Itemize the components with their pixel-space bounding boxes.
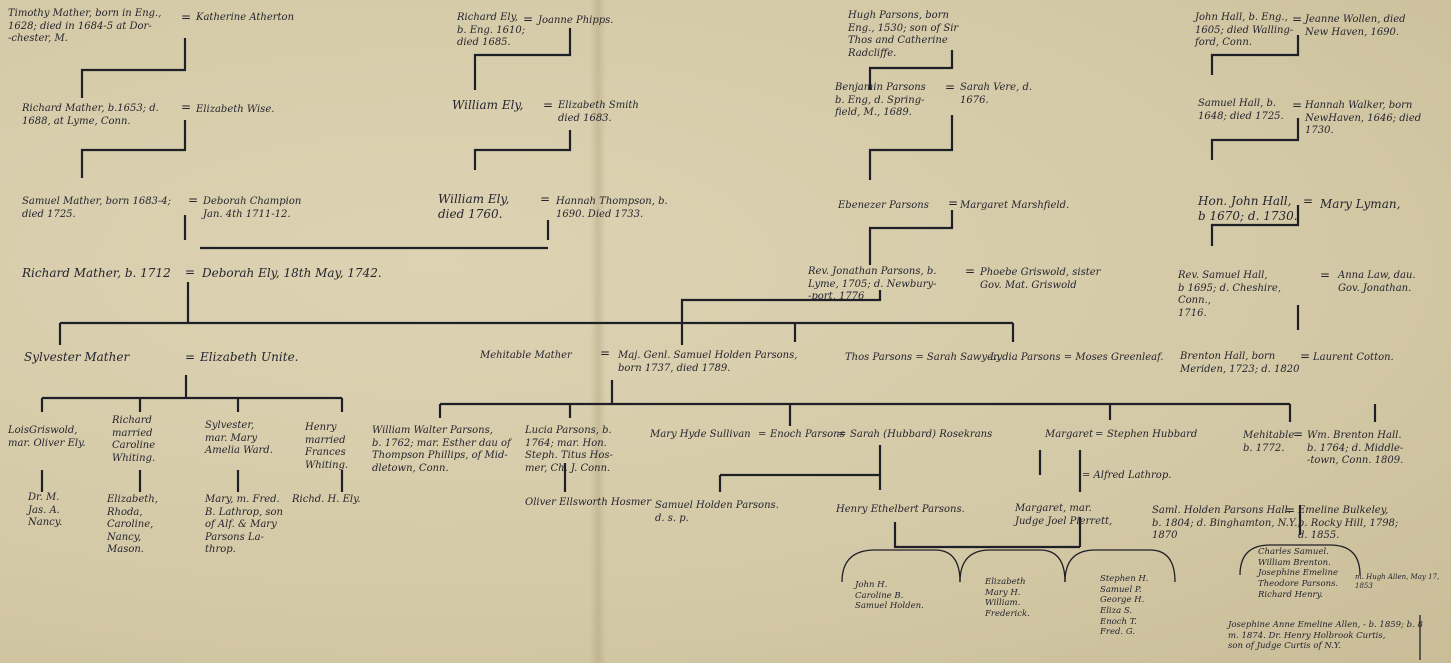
lois-griswold: LoisGriswold, mar. Oliver Ely. (8, 425, 86, 449)
margaret-parsons: Margaret (1045, 429, 1094, 440)
william-walter-parsons: William Walter Parsons, b. 1762; mar. Es… (372, 425, 511, 474)
hannah-walker: Hannah Walker, born NewHaven, 1646; died… (1305, 100, 1422, 136)
equals-sign: = (523, 12, 534, 26)
margaret-marshfield: Margaret Marshfield. (960, 200, 1070, 211)
equals-sign: = (543, 98, 554, 112)
mehitable-b1772: Mehitable b. 1772. (1243, 430, 1295, 454)
sylvester-mather: Sylvester Mather (24, 350, 130, 364)
samuel-holden-parsons: Maj. Genl. Samuel Holden Parsons, born 1… (618, 350, 798, 374)
wm-brenton-hall: Wm. Brenton Hall. b. 1764; d. Middle- -t… (1307, 430, 1404, 466)
equals-sign: = (185, 265, 196, 279)
richard-ely: Richard Ely, b. Eng. 1610; died 1685. (457, 12, 526, 48)
henry-children: Richd. H. Ely. (292, 494, 361, 505)
sylvester-children: Mary, m. Fred. B. Lathrop, son of Alf. &… (205, 494, 283, 555)
samuel-holden-parsons-dsp: Samuel Holden Parsons. d. s. p. (655, 500, 779, 524)
anna-law: Anna Law, dau. Gov. Jonathan. (1338, 270, 1416, 294)
lois-children: Dr. M. Jas. A. Nancy. (28, 492, 63, 528)
lucia-parsons: Lucia Parsons, b. 1764; mar. Hon. Steph.… (525, 425, 613, 474)
benjamin-parsons: Benjamin Parsons b. Eng, d. Spring- fiel… (835, 82, 926, 118)
margaret-pierrett: Margaret, mar. Judge Joel Pierrett, (1015, 503, 1113, 527)
jeanne-wollen: Jeanne Wollen, died New Haven, 1690. (1305, 14, 1406, 38)
equals-sign: = (600, 346, 611, 360)
sarah-vere: Sarah Vere, d. 1676. (960, 82, 1033, 106)
henry-child: Henry married Frances Whiting. (305, 422, 349, 471)
equals-sign: = (965, 264, 976, 278)
laurent-cotton: Laurent Cotton. (1313, 352, 1394, 363)
william-ely-1: William Ely, (452, 98, 524, 112)
deborah-champion: Deborah Champion Jan. 4th 1711-12. (203, 196, 302, 220)
equals-sign: = (838, 429, 847, 440)
hannah-thompson: Hannah Thompson, b. 1690. Died 1733. (556, 196, 668, 220)
stephen-hubbard-children: Stephen H. Samuel P. George H. Eliza S. … (1100, 574, 1149, 638)
equals-sign: = (540, 192, 551, 206)
equals-sign: = (1095, 429, 1104, 440)
equals-sign: = (1285, 503, 1296, 517)
william-ely-2: William Ely, died 1760. (438, 192, 510, 221)
richard-mather-1653: Richard Mather, b.1653; d. 1688, at Lyme… (22, 103, 159, 127)
henry-ethelbert-parsons: Henry Ethelbert Parsons. (836, 504, 965, 515)
deborah-ely: Deborah Ely, 18th May, 1742. (202, 266, 382, 280)
elizabeth-unite: Elizabeth Unite. (200, 350, 299, 364)
equals-sign: = (1303, 194, 1314, 208)
emeline-bulkeley: Emeline Bulkeley, b. Rocky Hill, 1798; d… (1298, 505, 1399, 541)
alfred-lathrop: = Alfred Lathrop. (1082, 470, 1172, 481)
samuel-mather-1683: Samuel Mather, born 1683-4; died 1725. (22, 196, 172, 220)
margaret-children: Elizabeth Mary H. William. Frederick. (985, 577, 1030, 619)
phoebe-griswold: Phoebe Griswold, sister Gov. Mat. Griswo… (980, 267, 1101, 291)
equals-sign: = (188, 193, 199, 207)
equals-sign: = (181, 10, 192, 24)
lydia-parsons: Lydia Parsons = Moses Greenleaf. (990, 352, 1164, 363)
katherine-atherton: Katherine Atherton (196, 12, 295, 23)
richard-mather-1712: Richard Mather, b. 1712 (22, 266, 171, 280)
hall-children: Charles Samuel. William Brenton. Josephi… (1258, 547, 1339, 600)
joanne-phipps: Joanne Phipps. (538, 15, 614, 26)
mary-lyman: Mary Lyman, (1320, 197, 1401, 211)
equals-sign: = (185, 350, 196, 364)
equals-sign: = (758, 429, 767, 440)
samuel-hall: Samuel Hall, b. 1648; died 1725. (1198, 98, 1284, 122)
oliver-hosmer: Oliver Ellsworth Hosmer (525, 497, 652, 508)
sarah-hubbard-rosekrans: Sarah (Hubbard) Rosekrans (850, 429, 993, 440)
equals-sign: = (1292, 12, 1303, 26)
enoch-grandchildren: John H. Caroline B. Samuel Holden. (855, 580, 924, 612)
richard-children: Elizabeth, Rhoda, Caroline, Nancy, Mason… (107, 494, 158, 555)
equals-sign: = (181, 100, 192, 114)
richard-child: Richard married Caroline Whiting. (112, 415, 156, 464)
equals-sign: = (948, 196, 959, 210)
hugh-parsons: Hugh Parsons, born Eng., 1530; son of Si… (848, 10, 959, 59)
brenton-hall: Brenton Hall, born Meriden, 1723; d. 182… (1180, 351, 1300, 375)
josephine-allen: Josephine Anne Emeline Allen, - b. 1859;… (1228, 620, 1423, 652)
equals-sign: = (1292, 98, 1303, 112)
stephen-hubbard: Stephen Hubbard (1107, 429, 1198, 440)
saml-holden-parsons-hall: Saml. Holden Parsons Hall. b. 1804; d. B… (1152, 505, 1301, 541)
equals-sign: = (1293, 427, 1304, 441)
mehitable-mather: Mehitable Mather (480, 350, 572, 361)
elizabeth-wise: Elizabeth Wise. (196, 104, 275, 115)
equals-sign: = (945, 80, 956, 94)
rev-samuel-hall: Rev. Samuel Hall, b 1695; d. Cheshire, C… (1178, 270, 1281, 319)
thos-parsons: Thos Parsons = Sarah Sawyer. (845, 352, 1000, 363)
jonathan-parsons: Rev. Jonathan Parsons, b. Lyme, 1705; d.… (808, 266, 937, 302)
ebenezer-parsons: Ebenezer Parsons (838, 200, 929, 211)
john-hall: John Hall, b. Eng., 1605; died Walling- … (1195, 12, 1294, 48)
equals-sign: = (1300, 349, 1311, 363)
elizabeth-smith: Elizabeth Smith died 1683. (558, 100, 639, 124)
timothy-mather: Timothy Mather, born in Eng., 1628; died… (8, 8, 162, 44)
hugh-allen-note: m. Hugh Allen, May 17, 1853 (1355, 573, 1440, 590)
sylvester-child: Sylvester, mar. Mary Amelia Ward. (205, 420, 273, 456)
hon-john-hall: Hon. John Hall, b 1670; d. 1730. (1198, 194, 1298, 223)
equals-sign: = (1320, 268, 1331, 282)
mary-hyde-sullivan: Mary Hyde Sullivan (650, 429, 751, 440)
enoch-parsons: Enoch Parsons (770, 429, 845, 440)
